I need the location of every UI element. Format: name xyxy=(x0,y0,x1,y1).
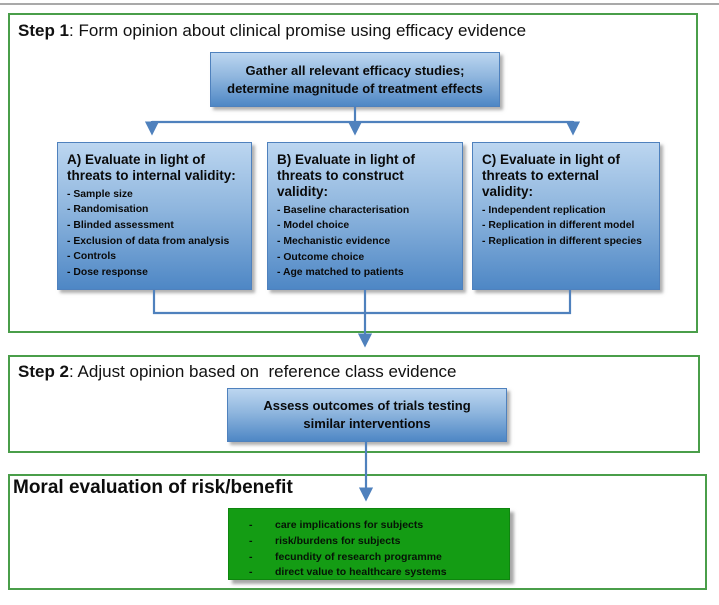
moral-title: Moral evaluation of risk/benefit xyxy=(13,477,293,498)
assess-line1: Assess outcomes of trials testing xyxy=(263,398,471,414)
step1-container xyxy=(8,13,698,333)
internal-validity-item: - Dose response xyxy=(67,266,148,278)
moral-criteria-item: - fecundity of research programme xyxy=(249,550,503,566)
internal-validity-heading: A) Evaluate in light of threats to inter… xyxy=(67,152,236,183)
moral-criteria-item: - care implications for subjects xyxy=(249,518,503,534)
construct-validity-item: - Age matched to patients xyxy=(277,267,404,279)
moral-criteria-item: - direct value to healthcare systems xyxy=(249,565,503,581)
moral-criteria-box: - care implications for subjects - risk/… xyxy=(228,508,510,580)
moral-criteria-text: fecundity of research programme xyxy=(275,550,442,563)
step2-title-bold: Step 2 xyxy=(18,362,70,381)
dash-bullet: - xyxy=(249,534,253,547)
dash-bullet: - xyxy=(249,519,253,531)
step2-title-rest: : Adjust opinion based on reference clas… xyxy=(69,362,457,381)
external-validity-heading: C) Evaluate in light of threats to exter… xyxy=(482,152,621,199)
gather-line1: Gather all relevant efficacy studies; xyxy=(245,62,465,78)
step2-container xyxy=(8,355,700,453)
external-validity-box: C) Evaluate in light of threats to exter… xyxy=(472,142,660,290)
internal-validity-item: - Sample size xyxy=(67,188,133,200)
assess-outcomes-text: Assess outcomes of trials testing simila… xyxy=(228,389,506,441)
construct-validity-heading: B) Evaluate in light of threats to const… xyxy=(277,152,416,199)
internal-validity-item: - Controls xyxy=(67,251,117,263)
construct-validity-item: - Outcome choice xyxy=(277,251,365,263)
top-divider-line xyxy=(0,3,719,5)
moral-container xyxy=(8,474,707,590)
construct-validity-item: - Baseline characterisation xyxy=(277,204,410,216)
step2-title: Step 2: Adjust opinion based on referenc… xyxy=(18,362,457,382)
construct-validity-item: - Model choice xyxy=(277,220,350,232)
internal-validity-item: - Exclusion of data from analysis xyxy=(67,235,230,247)
moral-criteria-text: direct value to healthcare systems xyxy=(275,566,447,579)
moral-criteria-text: risk/burdens for subjects xyxy=(275,534,401,547)
gather-efficacy-text: Gather all relevant efficacy studies; de… xyxy=(211,53,499,106)
construct-validity-box: B) Evaluate in light of threats to const… xyxy=(267,142,463,290)
internal-validity-item: - Blinded assessment xyxy=(67,220,174,232)
moral-criteria-item: - risk/burdens for subjects xyxy=(249,534,503,550)
dash-bullet: - xyxy=(249,566,253,579)
internal-validity-box: A) Evaluate in light of threats to inter… xyxy=(57,142,252,290)
assess-outcomes-box: Assess outcomes of trials testing simila… xyxy=(227,388,507,442)
external-validity-item: - Replication in different model xyxy=(482,220,635,232)
step1-title-rest: : Form opinion about clinical promise us… xyxy=(69,21,527,40)
gather-efficacy-box: Gather all relevant efficacy studies; de… xyxy=(210,52,500,107)
moral-criteria-text: care implications for subjects xyxy=(275,519,424,531)
construct-validity-item: - Mechanistic evidence xyxy=(277,235,391,247)
external-validity-item: - Independent replication xyxy=(482,204,606,216)
external-validity-item: - Replication in different species xyxy=(482,235,642,247)
dash-bullet: - xyxy=(249,550,253,563)
step1-title-bold: Step 1 xyxy=(18,21,70,40)
assess-line2: similar interventions xyxy=(303,416,431,431)
step1-title: Step 1: Form opinion about clinical prom… xyxy=(18,21,526,41)
internal-validity-item: - Randomisation xyxy=(67,204,149,216)
gather-line2: determine magnitude of treatment effects xyxy=(227,80,483,96)
